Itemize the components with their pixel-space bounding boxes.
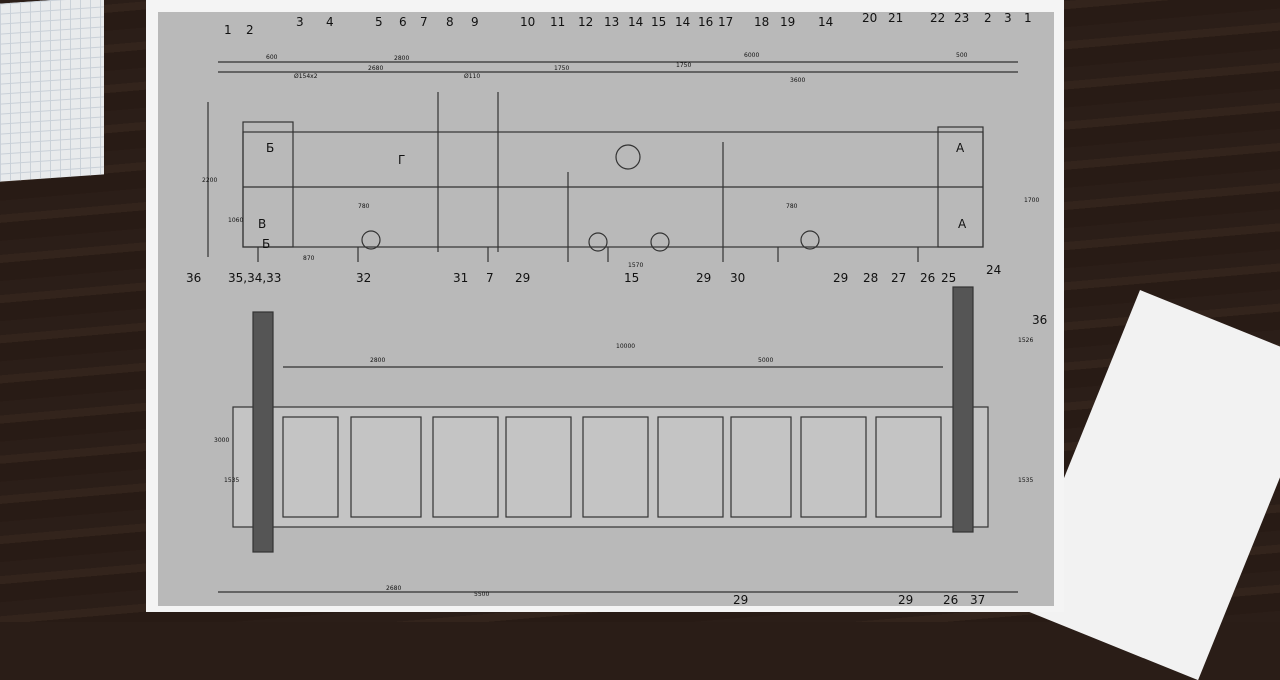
svg-text:16: 16 — [698, 15, 713, 29]
bottom-callouts: 29 29 26 37 — [733, 593, 985, 606]
svg-text:3600: 3600 — [790, 77, 805, 84]
svg-text:600: 600 — [266, 54, 278, 61]
side-elevation — [207, 61, 1018, 262]
svg-text:6000: 6000 — [744, 52, 759, 59]
svg-text:30: 30 — [730, 271, 745, 285]
svg-text:1: 1 — [1024, 12, 1032, 25]
technical-drawing: 1 2 3 4 5 6 7 8 9 10 11 12 13 14 15 14 1… — [186, 12, 1047, 606]
svg-text:14: 14 — [675, 15, 690, 29]
svg-text:2680: 2680 — [368, 65, 383, 72]
svg-text:7: 7 — [420, 15, 428, 29]
svg-text:29: 29 — [898, 593, 913, 606]
svg-text:В: В — [258, 217, 266, 231]
dimensions: 600 2680 2800 1750 1750 6000 500 3600 Ø1… — [202, 52, 1039, 598]
svg-text:29: 29 — [833, 271, 848, 285]
svg-text:26: 26 — [920, 271, 935, 285]
svg-text:500: 500 — [956, 52, 968, 59]
svg-text:9: 9 — [471, 15, 479, 29]
svg-text:31: 31 — [453, 271, 468, 285]
svg-text:15: 15 — [651, 15, 666, 29]
svg-text:7: 7 — [486, 271, 494, 285]
svg-text:3: 3 — [296, 15, 304, 29]
svg-text:3000: 3000 — [214, 437, 229, 444]
svg-text:14: 14 — [818, 15, 833, 29]
svg-text:23: 23 — [954, 12, 969, 25]
svg-text:870: 870 — [303, 255, 315, 262]
svg-text:24: 24 — [986, 263, 1001, 277]
svg-text:12: 12 — [578, 15, 593, 29]
svg-text:15: 15 — [624, 271, 639, 285]
svg-text:1700: 1700 — [1024, 197, 1039, 204]
svg-text:19: 19 — [780, 15, 795, 29]
svg-text:Ø110: Ø110 — [464, 73, 480, 80]
svg-text:780: 780 — [358, 203, 370, 210]
svg-text:5500: 5500 — [474, 591, 489, 598]
svg-text:2680: 2680 — [386, 585, 401, 592]
svg-text:10: 10 — [520, 15, 535, 29]
svg-text:22: 22 — [930, 12, 945, 25]
svg-text:37: 37 — [970, 593, 985, 606]
svg-text:18: 18 — [754, 15, 769, 29]
svg-text:6: 6 — [399, 15, 407, 29]
svg-text:20: 20 — [862, 12, 877, 25]
svg-text:8: 8 — [446, 15, 454, 29]
svg-text:21: 21 — [888, 12, 903, 25]
svg-text:Б: Б — [262, 237, 270, 251]
svg-text:26: 26 — [943, 593, 958, 606]
grid-paper-note — [0, 0, 104, 182]
svg-text:5000: 5000 — [758, 357, 773, 364]
svg-text:36: 36 — [1032, 313, 1047, 327]
svg-text:14: 14 — [628, 15, 643, 29]
svg-text:2: 2 — [246, 23, 254, 37]
svg-text:29: 29 — [515, 271, 530, 285]
svg-text:36: 36 — [186, 271, 201, 285]
svg-text:1750: 1750 — [676, 62, 691, 69]
svg-text:13: 13 — [604, 15, 619, 29]
svg-text:11: 11 — [550, 15, 565, 29]
plan-view — [218, 286, 1018, 593]
svg-text:Ø154x2: Ø154x2 — [294, 73, 318, 80]
svg-text:5: 5 — [375, 15, 383, 29]
svg-text:32: 32 — [356, 271, 371, 285]
svg-text:1750: 1750 — [554, 65, 569, 72]
svg-text:1535: 1535 — [1018, 477, 1033, 484]
svg-text:2: 2 — [984, 12, 992, 25]
svg-text:1060: 1060 — [228, 217, 243, 224]
svg-text:1526: 1526 — [1018, 337, 1033, 344]
svg-text:10000: 10000 — [616, 343, 635, 350]
svg-text:780: 780 — [786, 203, 798, 210]
svg-text:Г: Г — [398, 153, 405, 167]
svg-text:29: 29 — [696, 271, 711, 285]
svg-text:2800: 2800 — [394, 55, 409, 62]
svg-text:3: 3 — [1004, 12, 1012, 25]
svg-text:2800: 2800 — [370, 357, 385, 364]
top-callouts: 1 2 3 4 5 6 7 8 9 10 11 12 13 14 15 14 1… — [224, 12, 1032, 37]
svg-text:28: 28 — [863, 271, 878, 285]
svg-text:27: 27 — [891, 271, 906, 285]
svg-text:Б: Б — [266, 141, 274, 155]
svg-text:А: А — [956, 141, 965, 155]
svg-text:1570: 1570 — [628, 262, 643, 269]
svg-text:4: 4 — [326, 15, 334, 29]
svg-text:1: 1 — [224, 23, 232, 37]
svg-text:1535: 1535 — [224, 477, 239, 484]
svg-text:35,34,33: 35,34,33 — [228, 271, 281, 285]
svg-text:29: 29 — [733, 593, 748, 606]
svg-text:25: 25 — [941, 271, 956, 285]
svg-text:17: 17 — [718, 15, 733, 29]
svg-text:2200: 2200 — [202, 177, 217, 184]
mid-callouts: 35,34,33 32 31 7 29 15 29 30 29 28 27 26… — [186, 263, 1047, 327]
svg-text:А: А — [958, 217, 967, 231]
